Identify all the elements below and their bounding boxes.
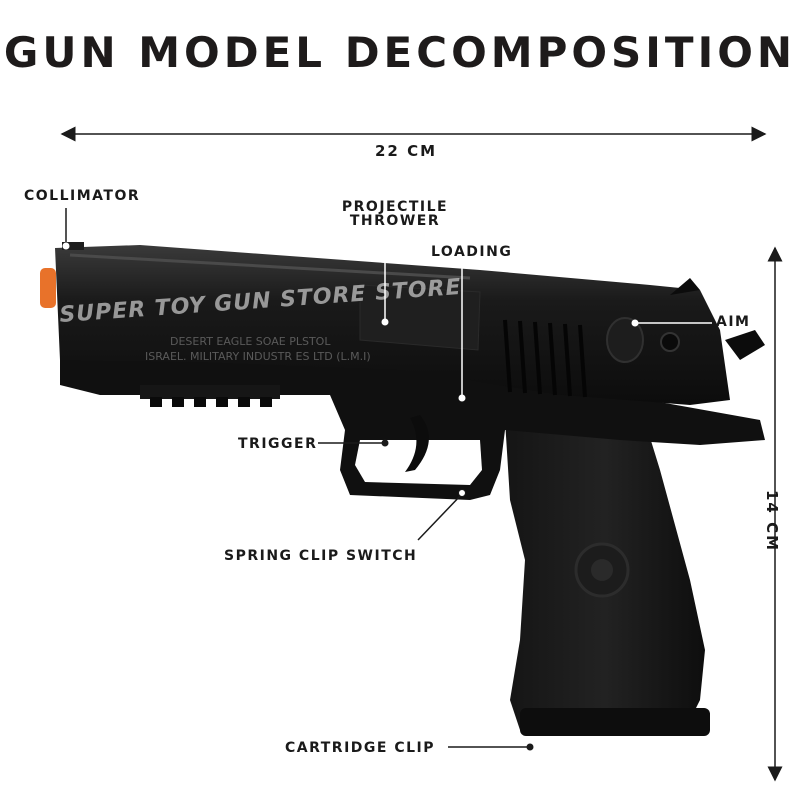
hammer — [725, 330, 765, 360]
ejection-port — [359, 284, 481, 351]
page-title: GUN MODEL DECOMPOSITION — [3, 28, 797, 77]
label-projectile-line-1: PROJECTILE — [341, 199, 449, 215]
front-sight — [62, 242, 84, 250]
label-projectile-thrower: PROJECTILE THROWER — [330, 200, 460, 228]
label-loading: LOADING — [431, 244, 513, 260]
label-aim: AIM — [716, 314, 751, 330]
slide-serrations — [503, 319, 587, 398]
magazine-base — [520, 708, 710, 736]
label-collimator: COLLIMATOR — [24, 188, 141, 204]
height-dimension-label: 14 CM — [763, 489, 781, 553]
label-cartridge-clip: CARTRIDGE CLIP — [285, 740, 436, 756]
engraving-line-2: ISRAEL. MILITARY INDUSTR ES LTD (L.M.I) — [145, 350, 371, 363]
callout-cartridge-clip — [448, 743, 534, 751]
accessory-rail — [140, 385, 280, 407]
aim-lever — [606, 317, 644, 363]
label-trigger: TRIGGER — [238, 436, 318, 452]
label-spring-clip-switch: SPRING CLIP SWITCH — [224, 548, 418, 564]
callout-projectile-thrower — [381, 228, 389, 326]
callout-collimator — [62, 208, 70, 250]
label-projectile-line-2: THROWER — [349, 213, 441, 229]
callout-aim — [631, 319, 712, 327]
muzzle-tip — [40, 268, 56, 308]
engraving-line-1: DESERT EAGLE SOAE PLSTOL — [170, 335, 331, 348]
callout-trigger — [318, 439, 389, 447]
trigger — [405, 415, 429, 472]
callout-loading — [458, 262, 466, 402]
rear-sight — [670, 278, 700, 295]
width-dimension-label: 22 CM — [375, 142, 438, 160]
callout-spring-clip — [417, 489, 466, 541]
